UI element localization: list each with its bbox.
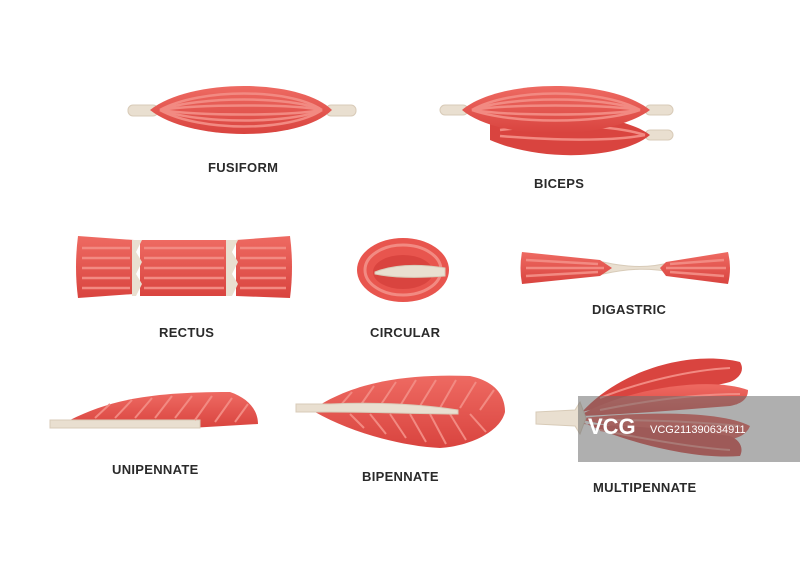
circular-label: CIRCULAR bbox=[370, 325, 441, 340]
biceps-muscle bbox=[439, 86, 674, 156]
multipennate-label: MULTIPENNATE bbox=[593, 480, 697, 495]
rectus-muscle bbox=[76, 236, 292, 298]
biceps-label: BICEPS bbox=[534, 176, 585, 191]
unipennate-label: UNIPENNATE bbox=[112, 462, 199, 477]
circular-muscle bbox=[357, 238, 449, 302]
bipennate-label: BIPENNATE bbox=[362, 469, 439, 484]
watermark-id: VCG211390634911 bbox=[650, 424, 746, 436]
unipennate-muscle bbox=[49, 392, 258, 429]
fusiform-label: FUSIFORM bbox=[208, 160, 279, 175]
fusiform-muscle bbox=[127, 86, 357, 134]
digastric-muscle bbox=[520, 252, 730, 284]
rectus-label: RECTUS bbox=[159, 325, 215, 340]
watermark-overlay: VCG VCG211390634911 bbox=[578, 396, 800, 462]
bipennate-muscle bbox=[295, 375, 505, 448]
watermark-logo: VCG bbox=[588, 414, 636, 439]
digastric-label: DIGASTRIC bbox=[592, 302, 667, 317]
